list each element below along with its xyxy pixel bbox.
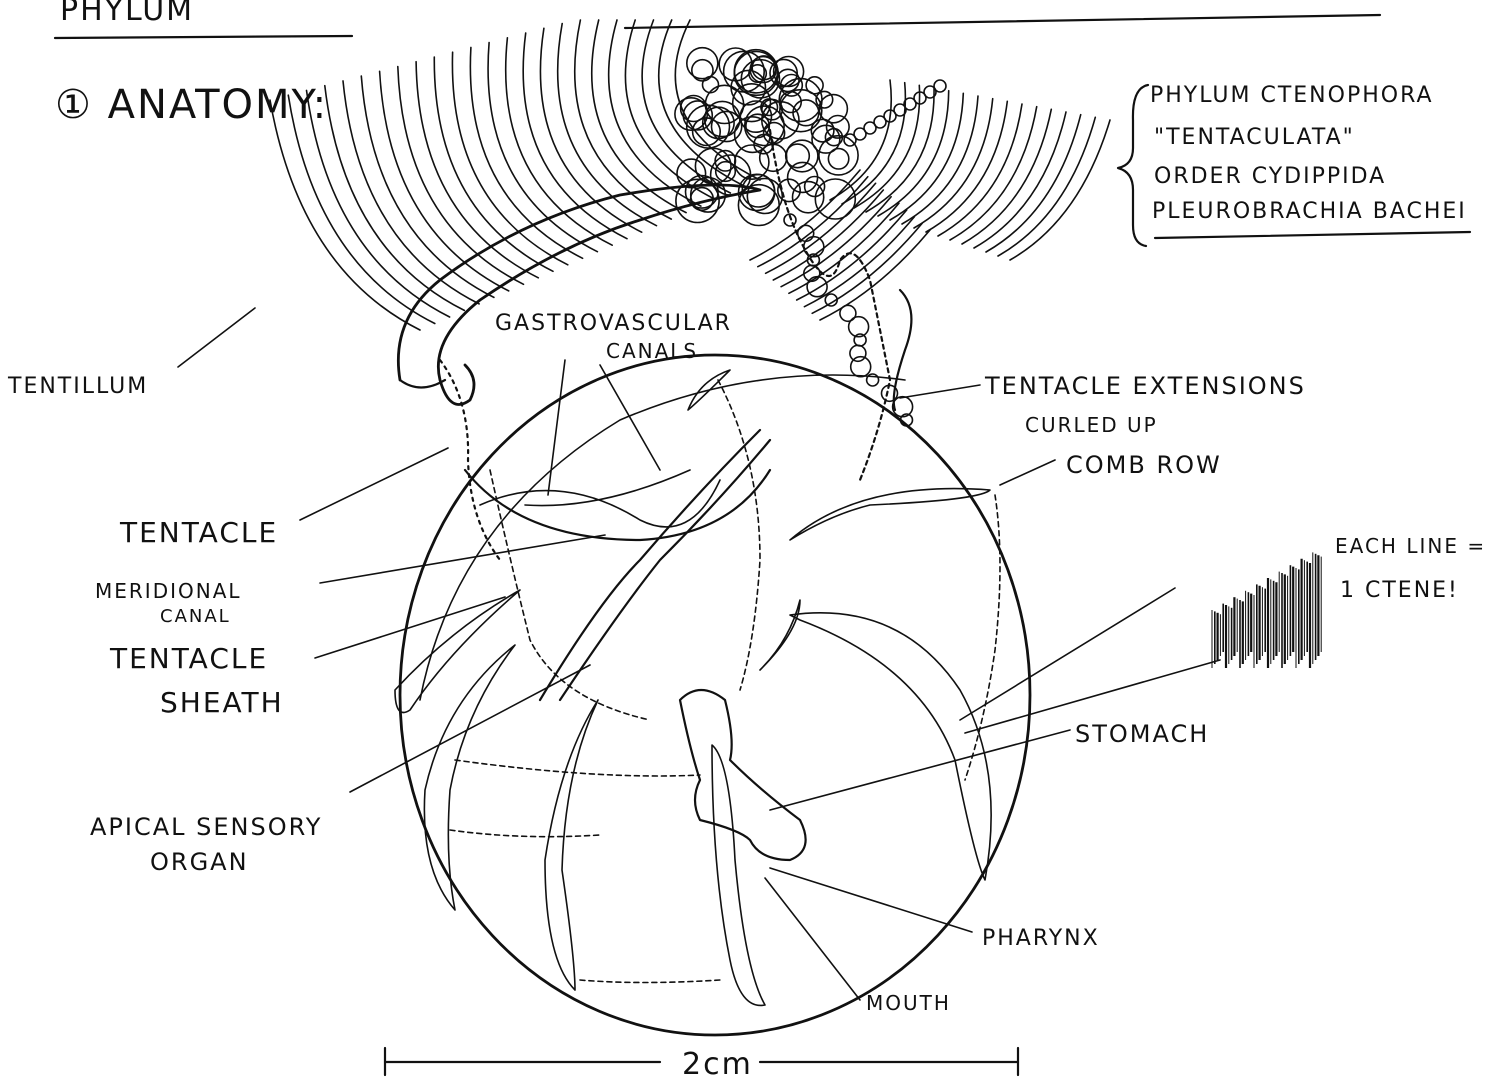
fringe-line	[926, 101, 1007, 232]
fringe-line	[558, 24, 657, 226]
curl-loop	[827, 116, 850, 139]
label-gastrovascular-line2: CANALS	[606, 339, 698, 363]
label-ctene-note-line2: 1 CTENE!	[1340, 578, 1459, 603]
tentillum-fringe-right	[750, 80, 1110, 320]
curl-loop	[735, 145, 769, 179]
stomach-pharynx	[680, 600, 806, 860]
header-fragment: PHYLUM	[60, 0, 194, 28]
label-tentacle-sheath-line1: TENTACLE	[109, 642, 268, 675]
taxonomy-line-4: PLEUROBRACHIA BACHEI	[1152, 199, 1467, 224]
label-tentacle-extensions-line2: CURLED UP	[1025, 413, 1158, 437]
comb-row-left-top	[395, 590, 520, 713]
comb-row-right	[790, 613, 991, 880]
label-pharynx: PHARYNX	[982, 926, 1100, 951]
taxonomy-line-1: PHYLUM CTENOPHORA	[1150, 83, 1434, 108]
fringe-line	[1010, 120, 1110, 260]
taxonomy-brace	[1118, 85, 1148, 246]
fringe-line	[416, 62, 538, 278]
fringe-line	[609, 20, 701, 206]
curl-loop	[828, 149, 848, 169]
fringe-line	[675, 20, 760, 180]
curl-loop	[893, 397, 913, 417]
fringe-line	[592, 20, 686, 213]
label-comb-row: COMB ROW	[1066, 451, 1222, 479]
fringe-line	[434, 57, 553, 271]
fringe-line	[452, 52, 567, 265]
label-tentacle-extensions-line1: TENTACLE EXTENSIONS	[984, 372, 1306, 400]
label-meridional-line2: CANAL	[160, 606, 231, 627]
curl-loop	[677, 159, 706, 188]
scale-bar: 2cm	[385, 1047, 1018, 1082]
label-gastrovascular-line1: GASTROVASCULAR	[495, 311, 732, 336]
label-ctene-note-line1: EACH LINE =	[1335, 534, 1486, 558]
fringe-line	[398, 67, 524, 285]
fringe-line	[380, 71, 509, 291]
comb-row-center-left	[545, 700, 598, 990]
page-header: PHYLUM	[55, 0, 1380, 38]
curl-loop	[692, 60, 713, 81]
label-mouth: MOUTH	[866, 991, 951, 1015]
label-apical-line2: ORGAN	[150, 848, 249, 876]
taxonomy-line-2: "TENTACULATA"	[1154, 125, 1355, 150]
meridional-canals	[450, 380, 1000, 983]
label-meridional-line1: MERIDIONAL	[95, 579, 242, 603]
comb-row-left	[424, 645, 515, 910]
label-stomach: STOMACH	[1075, 720, 1209, 748]
label-tentillum: TENTILLUM	[7, 374, 148, 399]
label-tentacle-sheath-line2: SHEATH	[160, 686, 284, 719]
fringe-line	[998, 117, 1095, 256]
fringe-line	[938, 104, 1022, 236]
fringe-line	[914, 99, 993, 228]
curl-loop	[850, 345, 866, 361]
taxonomy-block: PHYLUM CTENOPHORA "TENTACULATA" ORDER CY…	[1118, 83, 1470, 246]
curl-loop	[786, 144, 810, 168]
section-heading: ① ANATOMY:	[55, 82, 328, 128]
tentacle-right	[770, 130, 911, 480]
curl-loop	[851, 357, 871, 377]
curl-loop	[934, 80, 946, 92]
label-tentacle: TENTACLE	[119, 516, 278, 549]
label-apical-line1: APICAL SENSORY	[90, 813, 322, 841]
leader-lines	[178, 308, 1220, 1000]
ctenophore-body	[400, 355, 1030, 1035]
taxonomy-line-3: ORDER CYDIPPIDA	[1154, 164, 1386, 189]
scale-bar-label: 2cm	[682, 1047, 753, 1082]
ctene-example	[1212, 552, 1321, 668]
comb-row-top-right	[790, 489, 990, 540]
